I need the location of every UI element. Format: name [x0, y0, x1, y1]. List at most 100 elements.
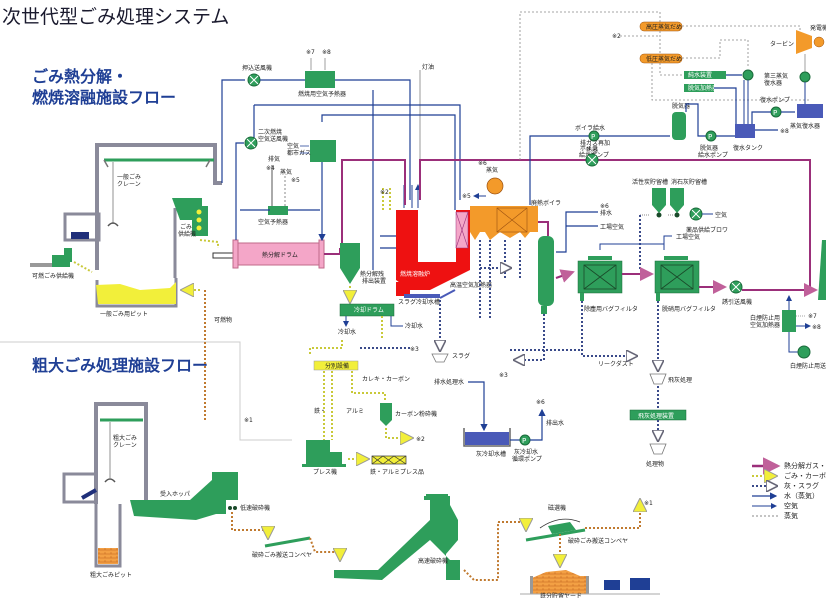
residue-separator: 熱分解残 排出装置	[340, 243, 386, 302]
mark-8c-label: ※8	[812, 324, 821, 331]
fly-ash-treatment-label: 飛灰処理装置	[638, 412, 674, 420]
air-system: 押込送風機 燃焼用空気予熱器 ※7 ※8 灯油 二次燃焼 空気送風機 空気 都市…	[221, 49, 461, 270]
bulky-truck-icon	[81, 488, 97, 500]
deaerator-label: 脱気器	[672, 102, 690, 110]
separation-unit: ※3 分別設備 鉄・ アルミ カレキ・カーボン	[309, 340, 419, 440]
legend-item: 灰・スラグ	[752, 481, 819, 490]
coarse-crusher-label: 低速破砕機	[240, 504, 270, 512]
crushed-conveyor-1: 破砕ごみ搬送コンベヤ	[252, 536, 340, 560]
water-treatment: 純水装置 脱気加熱器 第三蒸気 復水器	[684, 69, 788, 124]
combustible-feeder-label: 可燃ごみ供給機	[32, 272, 74, 280]
bulky-section-title: 粗大ごみ処理施設フロー	[32, 356, 209, 375]
bag-filters: 工場空気 除塵用バグフィルタ 脱硝用バグフィルタ リークダスト	[510, 233, 727, 370]
slag-conveyor	[404, 294, 440, 298]
iron-label: 鉄・	[314, 407, 326, 415]
legend-label: 灰・スラグ	[784, 481, 819, 490]
cooling-drum-out-label: 冷却水	[338, 328, 356, 336]
wastewater-label: 排水処理水	[434, 378, 464, 386]
high-speed-crusher-label: 高速破砕機	[418, 557, 448, 565]
fly-ash-label: 飛灰処理	[668, 376, 692, 384]
residue-separator-label: 熱分解残	[360, 270, 384, 278]
legend-item: 蒸気	[752, 511, 798, 520]
chemical-silos: 活性炭貯留槽 消石灰貯留槽 空気 薬品供給ブロワ	[632, 178, 728, 270]
legend-item: ごみ・カーボン	[752, 471, 826, 480]
stack-reheater-label-2: 空気加熱器	[750, 321, 780, 329]
pyrolysis-section-title: ごみ熱分解・ 燃焼溶融施設フロー	[32, 66, 176, 108]
leak-dust-label: リークダスト	[598, 360, 634, 368]
receiving-hopper: 受入ホッパ 低速破砕機	[130, 472, 270, 538]
loader-icon	[604, 580, 620, 590]
mark-3b-label: ※3	[499, 372, 508, 379]
exhaust-reheater-label-2: 熱器	[586, 146, 598, 154]
generator-icon	[813, 36, 825, 48]
high-speed-crusher: 高速破砕機	[334, 494, 526, 581]
cooling-pump-label-2: 循環ポンプ	[512, 455, 542, 463]
cooling-pump-icon: P	[522, 437, 526, 445]
boiler-feed-pump-icon: P	[591, 133, 595, 141]
receiving-hopper-label: 受入ホッパ	[160, 490, 190, 498]
condensate-pump-label: 復水ポンプ	[760, 96, 790, 104]
furnace-label: 燃焼溶融炉	[400, 270, 430, 278]
bulky-waste-pile	[98, 548, 118, 564]
aluminum-press-label: 鉄・アルミプレス品	[370, 468, 424, 476]
turbine-label: タービン	[770, 40, 794, 48]
deaerator-pump-label: 脱気器	[700, 144, 718, 152]
fly-ash-treatment: 飛灰処理 飛灰処理装置 処理物	[629, 373, 692, 468]
air-label: 空気	[287, 142, 299, 150]
slag-pile-icon	[431, 353, 449, 363]
general-waste-pile	[96, 282, 176, 304]
exhaust-return-line	[419, 159, 811, 291]
condenser-2-label: 第三蒸気	[764, 72, 788, 80]
carbon-grinder-label: カーボン粉砕機	[395, 410, 437, 418]
exhaust-reheater-label: 排ガス再加	[580, 139, 610, 147]
waste-heat-boiler: 蒸気 ※6 ※5 廃熱ボイラ	[462, 160, 561, 320]
mark-2c-label: ※2	[612, 33, 621, 40]
induced-fan-stack: 誘引送風機 白煙防止用 空気加熱器 ※7 ※8 白煙防止用送風機	[722, 240, 826, 370]
water-label: 排水	[600, 209, 612, 217]
legend-item: 空気	[752, 501, 798, 510]
aluminum-stream-label: アルミ	[346, 408, 364, 415]
mark-1b-label: ※1	[644, 500, 653, 507]
boiler-feed-label: ボイラ給水	[575, 124, 605, 132]
pyrolysis-drum-label: 熱分解ドラム	[262, 251, 298, 259]
exhaust-label: 排気	[268, 155, 280, 163]
mark-1-label: ※1	[244, 417, 253, 424]
combustible-feeder: 可燃ごみ供給機	[30, 248, 93, 280]
deaerator-heater-label: 脱気加熱器	[688, 84, 718, 92]
discharged-water-label: 排出水	[546, 419, 564, 427]
legend: 熱分解ガス・排ガス ごみ・カーボン 灰・スラグ 水（蒸気） 空気 蒸気	[752, 457, 826, 520]
press-machine: プレス機 鉄・アルミプレス品	[302, 440, 424, 476]
mark-8b-label: ※8	[780, 128, 789, 135]
air-preheater-label: 空気予熱器	[258, 218, 288, 226]
mark-6-label: ※6	[478, 160, 487, 167]
condensate-pump-icon: P	[773, 109, 777, 117]
induced-fan-label: 誘引送風機	[722, 298, 752, 306]
truck-icon	[71, 232, 89, 239]
condenser-2-label-2: 復水器	[764, 79, 782, 87]
combustion-air-fan-label: 押込送風機	[242, 64, 272, 72]
pyrolysis-drum: 熱分解ドラム	[232, 239, 341, 269]
mark-5-label: ※5	[291, 177, 300, 184]
stack-reheater-label: 白煙防止用	[750, 314, 780, 322]
boiler-feed-system: ボイラ給水 P ボイラ 給水ポンプ 脱気器 P 脱気器 給水ポンプ 復水タンク …	[529, 96, 823, 205]
city-gas-label: 都市ガス	[287, 149, 311, 157]
high-pressure-header-label: 高圧蒸気だめ	[646, 23, 682, 31]
page-title: 次世代型ごみ処理システム	[2, 6, 230, 28]
legend-label: 水（蒸気）	[784, 491, 819, 500]
iron-pile	[532, 570, 588, 594]
mark-7-label: ※7	[306, 49, 315, 56]
mark-6b-label: ※6	[600, 203, 609, 210]
silo-air-label: 空気	[715, 211, 727, 219]
turbine-generator: タービン 発電機	[770, 24, 826, 104]
mark-2b-label: ※2	[380, 189, 389, 196]
combustible-label: 可燃物	[214, 316, 232, 324]
general-crane-label: ※1一般ごみ	[117, 173, 141, 181]
steam-label-2: 蒸気	[280, 168, 292, 176]
legend-item: 熱分解ガス・排ガス	[752, 457, 826, 475]
magnet-label: 磁選機	[548, 504, 566, 512]
white-smoke-fan-label: 白煙防止用送風機	[790, 362, 826, 370]
kerosene-label: 灯油	[422, 63, 434, 71]
general-waste-building: ※1一般ごみ クレーン 一般ごみ用ピット	[63, 143, 222, 318]
bag-filter-2-label: 脱硝用バグフィルタ	[662, 305, 716, 313]
water-treatment-label: 純水装置	[688, 71, 712, 79]
